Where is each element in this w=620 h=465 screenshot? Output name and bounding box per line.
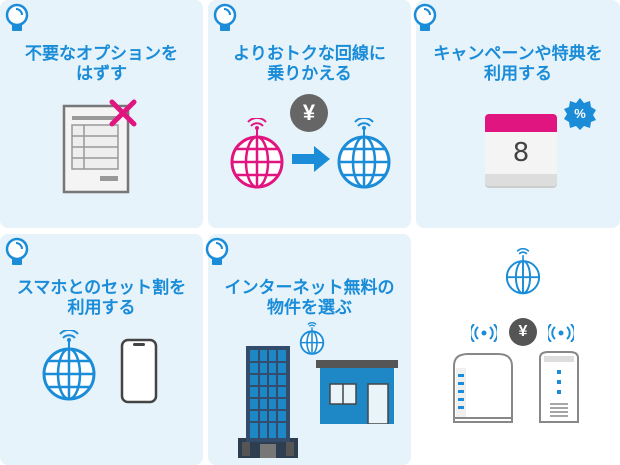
calendar-day: 8 — [512, 138, 530, 168]
yen-icon: ¥ — [290, 94, 328, 132]
tip-card-remove-options: 不要なオプションを はずす — [0, 0, 203, 228]
tip-title: キャンペーンや特典を 利用する — [433, 44, 603, 84]
globe-icon — [42, 330, 96, 401]
tip-card-switch-line: よりおトクな回線に 乗りかえる ¥ — [208, 0, 411, 228]
globe-icon — [337, 118, 391, 189]
lightbulb-icon — [5, 237, 29, 265]
wifi-router-icon — [453, 353, 513, 423]
yen-icon: ¥ — [509, 318, 537, 346]
smartphone-icon — [120, 338, 158, 404]
calendar-icon: 8 — [485, 114, 557, 186]
lightbulb-icon — [413, 3, 437, 31]
lightbulb-icon — [205, 237, 229, 265]
tip-card-campaign: キャンペーンや特典を 利用する 8 % — [413, 0, 620, 228]
globe-icon — [505, 248, 541, 295]
tip-card-smartphone-bundle: スマホとのセット割を 利用する — [0, 234, 203, 465]
router-illustration: ¥ — [416, 234, 620, 465]
tip-title: スマホとのセット割を 利用する — [16, 278, 187, 318]
tip-title: よりおトクな回線に 乗りかえる — [233, 44, 386, 84]
lightbulb-icon — [5, 3, 29, 31]
discount-badge-icon — [564, 98, 596, 130]
tip-title: 不要なオプションを はずす — [25, 44, 178, 84]
wifi-signal-icon — [471, 324, 497, 342]
office-building-icon — [238, 346, 298, 458]
percent-text: % — [574, 106, 586, 121]
globe-icon — [230, 118, 284, 189]
tip-title: インターネット無料の 物件を選ぶ — [224, 278, 395, 318]
wifi-signal-icon — [548, 324, 574, 342]
house-building-icon — [316, 360, 398, 424]
tip-card-free-internet-property: インターネット無料の 物件を選ぶ — [205, 234, 411, 465]
lightbulb-icon — [213, 3, 237, 31]
arrow-right-icon — [292, 146, 330, 172]
home-router-icon — [539, 351, 579, 423]
document-remove-icon — [62, 99, 137, 194]
globe-icon — [299, 322, 325, 355]
